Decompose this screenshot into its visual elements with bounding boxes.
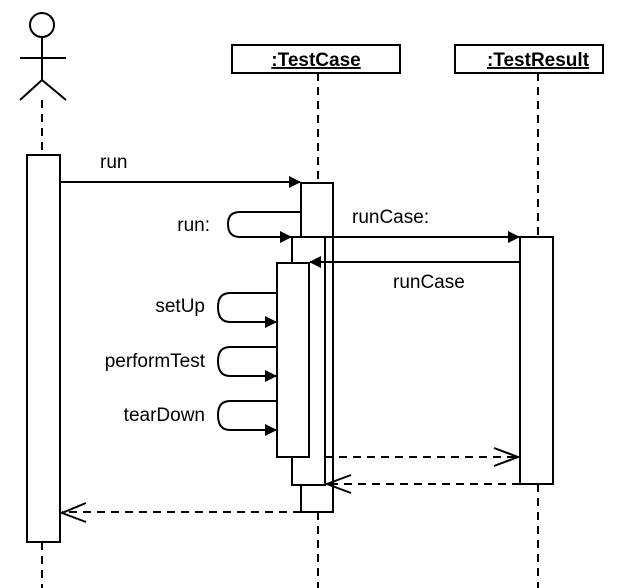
testcase-header-label: :TestCase xyxy=(271,50,360,71)
message-setup-label: setUp xyxy=(155,296,205,317)
message-setup-arrow xyxy=(216,292,277,328)
testcase-header-box[interactable] xyxy=(231,44,401,74)
message-performtest-label: performTest xyxy=(105,351,206,372)
testresult-activation xyxy=(519,236,554,485)
testcase-activation-runcase xyxy=(276,262,310,458)
testresult-header-label: :TestResult xyxy=(487,50,590,71)
return-to-testcase-head xyxy=(324,474,352,494)
message-runcase-colon-label: runCase: xyxy=(352,207,429,228)
actor-activation xyxy=(26,154,61,543)
testresult-header-box[interactable] xyxy=(454,44,604,74)
message-run-label: run xyxy=(100,152,127,173)
return-to-testresult-head xyxy=(493,447,521,467)
message-performtest-arrow xyxy=(216,346,277,382)
message-run-colon-label: run: xyxy=(177,215,210,236)
message-run-colon-arrow xyxy=(226,211,301,243)
message-runcase-label: runCase xyxy=(393,272,465,293)
actor-icon xyxy=(19,12,67,101)
message-teardown-arrow xyxy=(216,400,277,436)
message-teardown-label: tearDown xyxy=(124,405,205,426)
return-to-actor-head xyxy=(59,502,87,523)
